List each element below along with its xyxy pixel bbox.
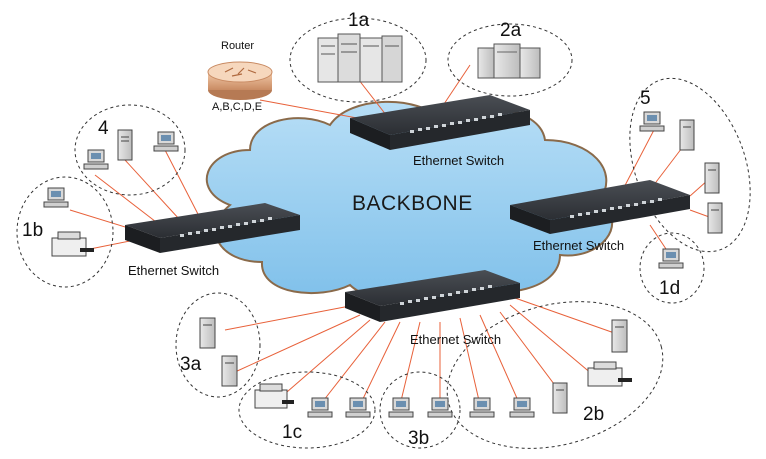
tower-server-icon <box>611 319 628 353</box>
group-1c-label: 1c <box>282 422 303 443</box>
printer-icon <box>51 231 94 257</box>
group-1d-outline <box>639 232 705 304</box>
tower-server-icon <box>704 162 720 194</box>
tower-server-icon <box>199 317 216 349</box>
group-1a-outline <box>289 17 427 103</box>
router-icon <box>207 61 273 100</box>
group-2b-outline <box>446 301 664 449</box>
group-5-label: 5 <box>640 88 651 109</box>
printer-icon <box>587 361 632 387</box>
pc-icon <box>639 111 665 132</box>
group-2a-outline <box>447 23 573 97</box>
pc-icon <box>509 397 535 418</box>
server-rack-icon <box>317 33 403 83</box>
group-3a-outline <box>175 292 261 398</box>
pc-icon <box>469 397 495 418</box>
switch-right-label: Ethernet Switch <box>533 238 625 253</box>
switch-left-label: Ethernet Switch <box>128 263 220 278</box>
switch-bottom <box>345 270 520 322</box>
pc-icon <box>83 149 109 170</box>
group-2a-label: 2a <box>500 20 522 41</box>
group-4-label: 4 <box>98 118 109 139</box>
switch-bottom-label: Ethernet Switch <box>410 332 502 347</box>
pc-icon <box>388 397 414 418</box>
group-4-outline <box>74 104 186 196</box>
pc-icon <box>43 187 69 208</box>
group-1b-label: 1b <box>22 220 44 241</box>
group-outlines <box>16 17 751 449</box>
pc-icon <box>307 397 333 418</box>
switch-top-label: Ethernet Switch <box>413 153 505 168</box>
group-1d-label: 1d <box>659 278 681 299</box>
group-1c-outline <box>238 371 376 449</box>
tower-server-icon <box>679 119 695 151</box>
pc-icon <box>658 248 684 269</box>
pc-icon <box>345 397 371 418</box>
router-title: Router <box>221 40 255 52</box>
group-5-outline <box>629 77 751 253</box>
pc-icon <box>427 397 453 418</box>
printer-icon <box>254 383 294 409</box>
mainframe-icon <box>477 43 541 79</box>
backbone-label: BACKBONE <box>352 192 473 215</box>
router-subtitle: A,B,C,D,E <box>212 101 263 113</box>
switch-left <box>125 203 300 253</box>
group-1b-outline <box>16 176 114 288</box>
pc-icon <box>153 131 179 152</box>
group-3b-outline <box>379 371 461 449</box>
group-1a-label: 1a <box>348 10 370 31</box>
group-3b-label: 3b <box>408 428 430 449</box>
group-3a-label: 3a <box>180 354 202 375</box>
switch-right <box>510 180 690 234</box>
group-2b-label: 2b <box>583 404 605 425</box>
tower-server-icon <box>117 129 133 161</box>
tower-server-icon <box>707 202 723 234</box>
switch-top <box>350 95 530 150</box>
tower-server-icon <box>221 355 238 387</box>
tower-server-icon <box>552 382 568 414</box>
